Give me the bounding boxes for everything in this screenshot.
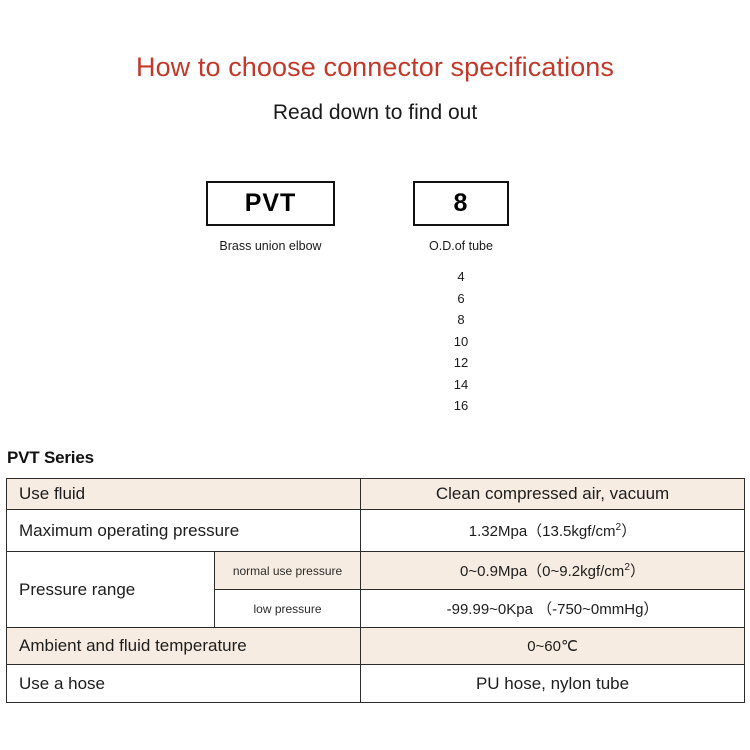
size-option[interactable]: 12 bbox=[453, 355, 469, 370]
size-option-list: 4 6 8 10 12 14 16 bbox=[413, 266, 509, 417]
value-paren: （13.5kgf/cm bbox=[527, 523, 616, 540]
spec-value-use-a-hose: PU hose, nylon tube bbox=[360, 664, 746, 703]
value-main: 1.32Mpa bbox=[468, 523, 528, 540]
series-code-box[interactable]: PVT bbox=[206, 181, 335, 226]
spec-sublabel-normal-use-pressure: normal use pressure bbox=[213, 551, 362, 590]
series-code-column: PVT Brass union elbow bbox=[206, 181, 335, 253]
size-option[interactable]: 16 bbox=[453, 398, 469, 413]
code-selector: PVT Brass union elbow 8 O.D.of tube 4 6 … bbox=[0, 181, 750, 413]
spec-value-low-pressure: -99.99~0Kpa （-750~0mmHg） bbox=[360, 589, 746, 628]
spec-table: Use fluid Clean compressed air, vacuum M… bbox=[5, 478, 746, 703]
value-paren-close: ） bbox=[621, 523, 637, 540]
spec-label-ambient-fluid-temperature: Ambient and fluid temperature bbox=[5, 627, 362, 665]
spec-value-max-operating-pressure: 1.32Mpa（13.5kgf/cm2） bbox=[360, 509, 746, 552]
spec-label-max-operating-pressure: Maximum operating pressure bbox=[5, 509, 362, 552]
spec-sublabel-low-pressure: low pressure bbox=[213, 589, 362, 628]
value-main: 0~0.9Mpa bbox=[460, 563, 528, 580]
spec-label-use-fluid: Use fluid bbox=[5, 478, 362, 510]
page-subtitle: Read down to find out bbox=[272, 101, 478, 124]
size-code-box[interactable]: 8 bbox=[413, 181, 509, 226]
table-row: Use a hose PU hose, nylon tube bbox=[5, 664, 746, 703]
table-row: Use fluid Clean compressed air, vacuum bbox=[5, 478, 746, 510]
value-superscript: 2 bbox=[624, 562, 630, 573]
size-option[interactable]: 10 bbox=[453, 333, 469, 349]
size-option[interactable]: 6 bbox=[457, 290, 465, 306]
spec-label-use-a-hose: Use a hose bbox=[5, 664, 362, 703]
spec-value-ambient-fluid-temperature: 0~60℃ bbox=[360, 627, 746, 665]
spec-label-pressure-range: Pressure range bbox=[6, 551, 215, 628]
series-code-caption: Brass union elbow bbox=[219, 239, 322, 253]
size-code-caption: O.D.of tube bbox=[429, 239, 493, 253]
spec-table-title: PVT Series bbox=[7, 448, 94, 467]
table-row: Maximum operating pressure 1.32Mpa（13.5k… bbox=[5, 509, 746, 552]
table-row: Pressure range normal use pressure 0~0.9… bbox=[6, 551, 746, 628]
size-option[interactable]: 8 bbox=[457, 312, 465, 327]
spec-value-use-fluid: Clean compressed air, vacuum bbox=[360, 478, 746, 510]
size-option[interactable]: 14 bbox=[453, 376, 469, 392]
size-option[interactable]: 4 bbox=[457, 269, 465, 284]
value-paren: （0~9.2kgf/cm bbox=[527, 563, 625, 580]
size-code-column: 8 O.D.of tube 4 6 8 10 12 14 16 bbox=[413, 181, 509, 417]
table-row: Ambient and fluid temperature 0~60℃ bbox=[5, 627, 746, 665]
value-paren-close: ） bbox=[629, 563, 645, 580]
value-superscript: 2 bbox=[615, 522, 622, 533]
page-title: How to choose connector specifications bbox=[135, 52, 615, 82]
spec-value-normal-use-pressure: 0~0.9Mpa（0~9.2kgf/cm2） bbox=[360, 551, 746, 590]
